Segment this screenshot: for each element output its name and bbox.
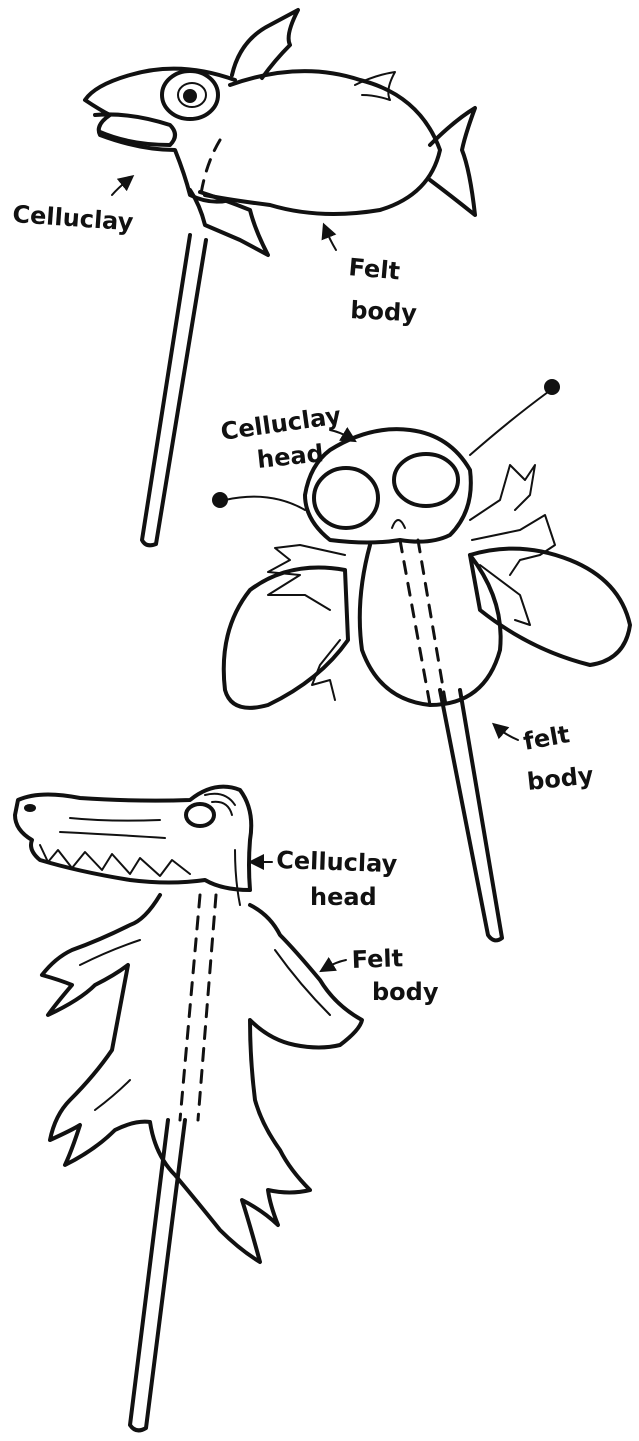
fly-arrow-head — [330, 430, 350, 438]
crocodile-arrow-felt — [326, 960, 346, 968]
crocodile-snout-lines — [60, 818, 165, 838]
fly-arrow-felt — [498, 728, 518, 740]
fish-arrow-celluclay — [112, 180, 128, 195]
crocodile-label-head: head — [310, 883, 377, 911]
fly-left-antenna — [225, 497, 305, 510]
crocodile-spine-line — [180, 895, 200, 1120]
fly-right-antenna-tip — [544, 379, 560, 395]
crocodile-label-body: body — [372, 978, 439, 1006]
crocodile-label-celluclay: Celluclay — [276, 846, 398, 878]
fish-label-body: body — [350, 296, 418, 327]
fly-left-antenna-tip — [212, 492, 228, 508]
fly-right-antenna — [470, 392, 548, 455]
fish-label-celluclay: Celluclay — [12, 200, 135, 236]
fly-stick — [440, 690, 502, 940]
crocodile-spine-line-2 — [198, 895, 216, 1120]
fish-body — [205, 71, 440, 214]
fly-body — [360, 545, 501, 705]
fish-stick — [142, 235, 206, 545]
crocodile-neck — [235, 850, 240, 905]
fly-right-wing — [470, 549, 630, 665]
crocodile-eye — [186, 804, 214, 826]
fly-right-eye — [394, 454, 458, 506]
crocodile-nostril — [24, 804, 36, 812]
fly-mouth — [392, 520, 405, 528]
fly-label-celluclay: Celluclay — [219, 401, 343, 446]
fish-pupil — [183, 89, 197, 103]
crocodile-puppet: Celluclay head Felt body — [15, 787, 439, 1431]
crocodile-stick — [130, 1120, 185, 1430]
fly-stick-line — [400, 540, 430, 705]
crocodile-label-felt: Felt — [351, 944, 403, 974]
crocodile-teeth — [40, 845, 190, 876]
fly-label-felt: felt — [521, 720, 572, 756]
fish-arrow-felt — [326, 230, 336, 250]
fly-left-eye — [314, 468, 378, 528]
fish-dorsal-fin — [232, 10, 298, 78]
fly-stick-line-2 — [418, 540, 446, 705]
fly-right-legs — [470, 465, 555, 625]
fish-label-felt: Felt — [347, 253, 401, 285]
fish-puppet: Celluclay Felt body — [12, 10, 475, 545]
fly-left-wing — [224, 568, 348, 708]
fly-puppet: Celluclay head felt body — [212, 379, 630, 940]
crocodile-brow — [205, 794, 235, 815]
fly-label-body: body — [526, 761, 595, 796]
